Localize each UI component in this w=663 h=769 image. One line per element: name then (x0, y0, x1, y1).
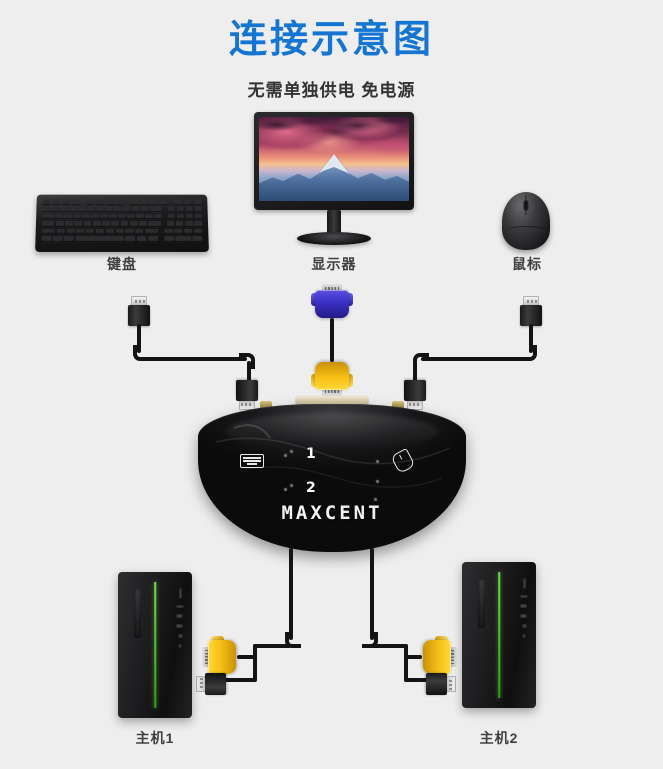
host2-cable-vertical (370, 548, 374, 640)
kvm-keyboard-icon (240, 454, 264, 468)
kvm-led-5 (374, 498, 377, 501)
monitor-screen (259, 117, 409, 201)
keyboard-device (35, 194, 209, 252)
monitor-vga-cable (330, 318, 334, 362)
host1-label: 主机1 (135, 730, 175, 746)
kvm-mouse-icon (390, 447, 416, 475)
keyboard-cable-drop (247, 361, 251, 382)
host2-vga-cable-horizontal (404, 655, 422, 659)
host1-vga-connector (202, 636, 242, 678)
host1-tower-front-ports (176, 588, 185, 654)
kvm-vga-screw-right (392, 401, 404, 409)
mouse-cable-drop (413, 361, 417, 382)
keyboard-cable-elbow-left (133, 345, 149, 361)
mouse-device (502, 192, 550, 254)
mouse-label: 鼠标 (512, 256, 542, 272)
host1-usb-cable-horizontal (214, 678, 256, 682)
host2-tower (462, 562, 536, 708)
page-title: 连接示意图 (228, 19, 434, 61)
kvm-switch-shell[interactable]: 1 2 MAXCENT (198, 404, 466, 552)
switch-vga-connector-yellow (311, 356, 353, 396)
kvm-led-4 (376, 480, 379, 483)
host1-tower-vent-slot (134, 588, 141, 638)
screen-wallpaper-clouds (259, 117, 409, 156)
host1-tower-led-stripe (154, 582, 156, 708)
host1-cable-vertical (289, 548, 293, 640)
keyboard-row-function (42, 199, 202, 205)
mouse-usb-plug (520, 296, 542, 326)
mouse-cable-vertical (529, 324, 533, 353)
keyboard-row-qwerty (42, 213, 202, 220)
host1-tower-chassis (118, 572, 192, 718)
kvm-brand-logo: MAXCENT (281, 502, 383, 524)
keyboard-row-shift (41, 228, 203, 235)
host2-tower-led-stripe (498, 572, 500, 698)
keyboard-label: 键盘 (107, 256, 137, 272)
host2-vga-connector (417, 636, 457, 678)
page-subtitle: 无需单独供电 免电源 (247, 81, 416, 100)
mouse-cable-horizontal (421, 357, 523, 361)
host2-cable-horizontal-upper (370, 644, 408, 648)
kvm-led-1a (284, 454, 287, 457)
monitor-stand-base (297, 232, 371, 245)
keyboard-cable-horizontal (143, 357, 247, 361)
host2-label: 主机2 (479, 730, 519, 746)
kvm-switch-device: 1 2 MAXCENT (198, 396, 466, 552)
keyboard-row-numbers (42, 206, 202, 213)
mouse-seam (506, 226, 546, 235)
kvm-shell-highlight (224, 412, 440, 452)
host1-usb-plug (196, 673, 226, 695)
host2-usb-cable-horizontal (404, 678, 446, 682)
mouse-cable-elbow-right (521, 345, 537, 361)
keyboard-cable-vertical (137, 324, 141, 353)
monitor-stand-neck (327, 210, 341, 234)
host2-tower-vent-slot (478, 578, 485, 628)
kvm-led-2b (290, 484, 293, 487)
kvm-vga-screw-left (260, 401, 272, 409)
host2-cable-branch-vertical (404, 644, 408, 682)
keyboard-usb-plug (128, 296, 150, 326)
host2-tower-chassis (462, 562, 536, 708)
host2-usb-plug (426, 673, 456, 695)
keyboard-row-home (41, 221, 203, 227)
kvm-port-number-1: 1 (306, 446, 316, 462)
monitor-vga-connector-blue (311, 284, 353, 324)
kvm-led-3 (376, 460, 379, 463)
mouse-scroll-wheel (523, 200, 529, 211)
host1-tower (118, 572, 192, 718)
keyboard-cable-elbow-right (239, 353, 255, 369)
kvm-port-number-2: 2 (306, 480, 316, 496)
host1-cable-branch-vertical (253, 644, 257, 682)
host1-cable-elbow (285, 632, 301, 648)
host1-vga-cable-horizontal (237, 655, 255, 659)
monitor-device (254, 112, 414, 250)
host1-cable-horizontal-upper (253, 644, 291, 648)
host2-tower-front-ports (520, 578, 529, 644)
monitor-bezel (254, 112, 414, 210)
kvm-led-2a (284, 488, 287, 491)
kvm-led-1b (290, 450, 293, 453)
keyboard-row-space (41, 235, 203, 242)
monitor-label: 显示器 (311, 256, 357, 272)
